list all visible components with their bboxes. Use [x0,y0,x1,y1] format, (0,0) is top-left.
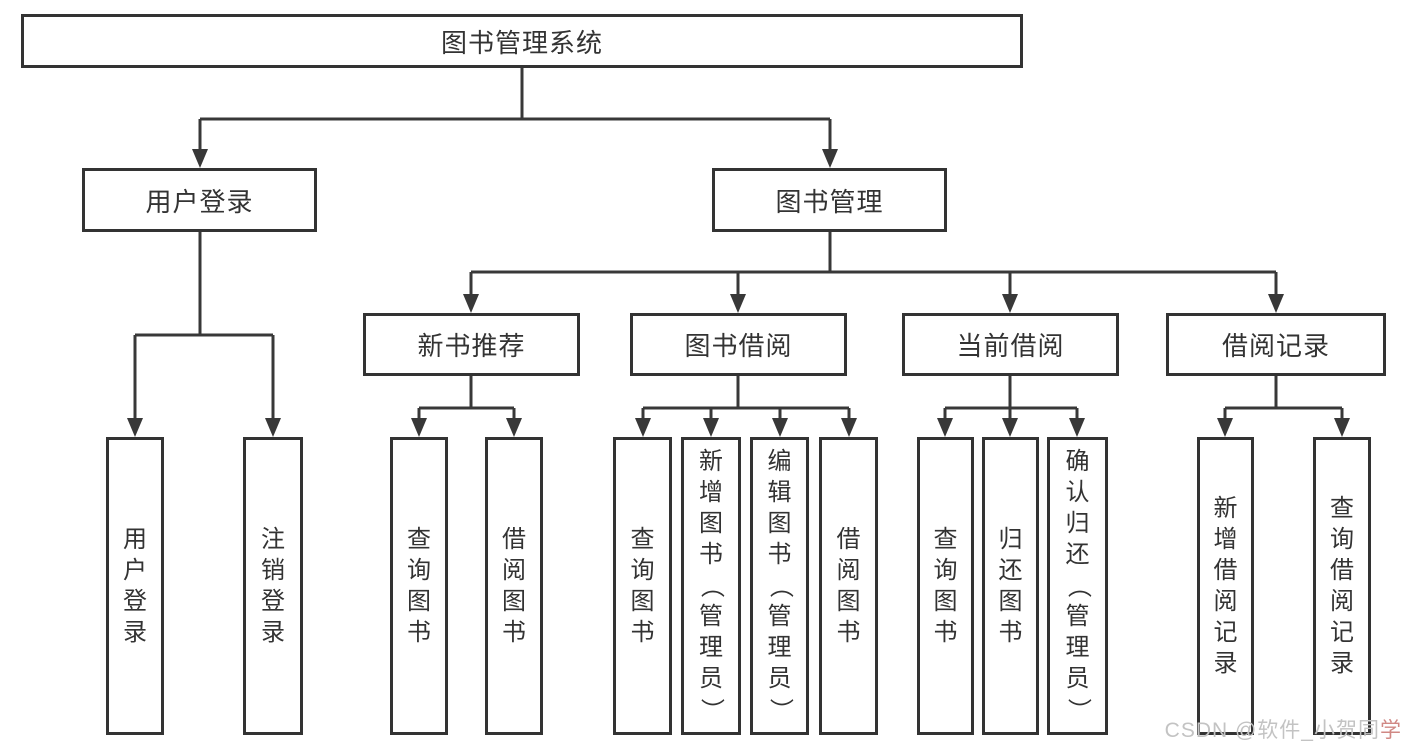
leaf-logout-label: 注销登录 [261,525,285,646]
leaf-query-books-recommend: 查询图书 [390,437,448,735]
watermark-text-accent: 学 [1380,719,1402,742]
node-book-borrowing-label: 图书借阅 [684,331,793,361]
node-user-login-label: 用户登录 [145,186,254,217]
node-current-borrowing-label: 当前借阅 [956,331,1065,361]
leaf-add-borrow-record: 新增借阅记录 [1197,437,1254,735]
node-new-book-recommend: 新书推荐 [363,313,580,376]
leaf-add-borrow-record-label: 新增借阅记录 [1213,494,1238,677]
leaf-query-books-current: 查询图书 [917,437,974,735]
leaf-confirm-return-admin: 确认归还（管理员） [1047,437,1108,735]
leaf-query-borrow-record-label: 查询借阅记录 [1330,494,1354,677]
node-user-login: 用户登录 [82,168,317,232]
node-root: 图书管理系统 [21,14,1023,68]
leaf-query-books-current-label: 查询图书 [933,525,958,646]
watermark: CSDN @软件_小贺同学 [1165,714,1402,744]
node-book-borrowing: 图书借阅 [630,313,847,376]
node-book-management-label: 图书管理 [775,186,884,217]
node-new-book-recommend-label: 新书推荐 [417,331,526,361]
leaf-return-books: 归还图书 [982,437,1039,735]
leaf-user-login-label: 用户登录 [123,525,147,646]
leaf-edit-books-admin: 编辑图书（管理员） [750,437,809,735]
node-borrow-records-label: 借阅记录 [1221,331,1330,361]
leaf-borrow-books-label: 借阅图书 [836,525,861,646]
node-book-management: 图书管理 [712,168,947,232]
leaf-query-books-borrowing: 查询图书 [613,437,672,735]
node-borrow-records: 借阅记录 [1166,313,1386,376]
leaf-user-login: 用户登录 [106,437,164,735]
node-root-label: 图书管理系统 [440,27,603,58]
watermark-text: CSDN @软件_小贺同 [1164,719,1380,742]
leaf-query-books-recommend-label: 查询图书 [407,525,431,646]
leaf-borrow-books: 借阅图书 [819,437,878,735]
leaf-query-borrow-record: 查询借阅记录 [1313,437,1371,735]
leaf-borrow-books-recommend-label: 借阅图书 [502,525,526,646]
node-current-borrowing: 当前借阅 [902,313,1119,376]
leaf-query-books-borrowing-label: 查询图书 [630,525,655,646]
leaf-borrow-books-recommend: 借阅图书 [485,437,543,735]
leaf-confirm-return-admin-label: 确认归还（管理员） [1064,448,1092,723]
leaf-edit-books-admin-label: 编辑图书（管理员） [766,448,794,723]
leaf-add-books-admin: 新增图书（管理员） [681,437,741,735]
leaf-add-books-admin-label: 新增图书（管理员） [698,448,725,723]
arrowheads [127,149,1350,437]
leaf-return-books-label: 归还图书 [998,525,1023,646]
leaf-logout: 注销登录 [243,437,303,735]
